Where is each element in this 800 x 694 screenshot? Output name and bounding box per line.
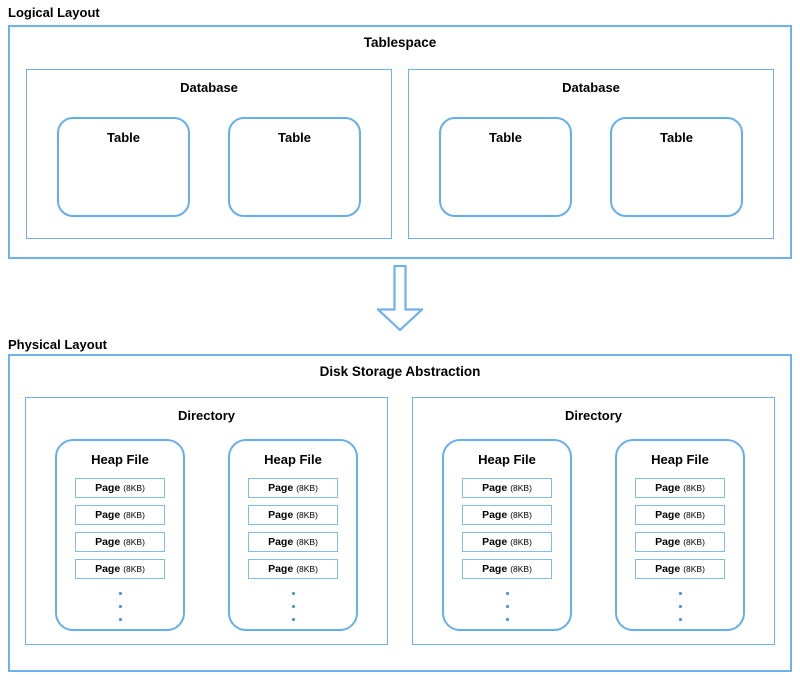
page-label: Page xyxy=(655,509,681,521)
page-size: (8KB) xyxy=(123,510,145,520)
directory-row: Directory Heap File Page (8KB) Page (8KB… xyxy=(10,397,790,645)
heap-file-row: Heap File Page (8KB) Page (8KB) xyxy=(413,439,774,631)
table-title: Table xyxy=(278,130,311,145)
page-label: Page xyxy=(482,509,508,521)
heap-file-title: Heap File xyxy=(91,452,149,467)
page-box: Page (8KB) xyxy=(248,532,338,552)
page-size: (8KB) xyxy=(296,537,318,547)
page-label: Page xyxy=(655,563,681,575)
heap-file-row: Heap File Page (8KB) Page (8KB) xyxy=(26,439,387,631)
page-size: (8KB) xyxy=(683,537,705,547)
page-box: Page (8KB) xyxy=(635,532,725,552)
tablespace-title: Tablespace xyxy=(363,35,437,50)
vertical-ellipsis-icon xyxy=(230,592,356,621)
directory-title: Directory xyxy=(177,408,236,423)
page-box: Page (8KB) xyxy=(462,559,552,579)
page-list: Page (8KB) Page (8KB) Page (8KB) xyxy=(57,478,183,579)
page-size: (8KB) xyxy=(123,537,145,547)
page-size: (8KB) xyxy=(296,483,318,493)
page-size: (8KB) xyxy=(683,483,705,493)
page-label: Page xyxy=(482,482,508,494)
table-box: Table xyxy=(228,117,361,217)
heap-file-box: Heap File Page (8KB) Page (8KB) xyxy=(55,439,185,631)
page-label: Page xyxy=(268,509,294,521)
page-label: Page xyxy=(95,563,121,575)
page-size: (8KB) xyxy=(296,564,318,574)
heap-file-box: Heap File Page (8KB) Page (8KB) xyxy=(228,439,358,631)
vertical-ellipsis-icon xyxy=(444,592,570,621)
database-box-2: Database Table Table xyxy=(408,69,774,239)
database-row: Database Table Table Database Table xyxy=(10,69,790,239)
page-box: Page (8KB) xyxy=(75,532,165,552)
page-label: Page xyxy=(95,509,121,521)
page-box: Page (8KB) xyxy=(75,505,165,525)
page-box: Page (8KB) xyxy=(635,478,725,498)
page-box: Page (8KB) xyxy=(75,559,165,579)
page-box: Page (8KB) xyxy=(75,478,165,498)
directory-title: Directory xyxy=(564,408,623,423)
heap-file-box: Heap File Page (8KB) Page (8KB) xyxy=(615,439,745,631)
page-box: Page (8KB) xyxy=(462,532,552,552)
disk-storage-box: Disk Storage Abstraction Directory Heap … xyxy=(8,354,792,672)
page-label: Page xyxy=(95,482,121,494)
page-size: (8KB) xyxy=(683,510,705,520)
page-label: Page xyxy=(655,482,681,494)
heap-file-title: Heap File xyxy=(264,452,322,467)
page-size: (8KB) xyxy=(510,483,532,493)
page-label: Page xyxy=(482,563,508,575)
page-size: (8KB) xyxy=(296,510,318,520)
logical-layout-label: Logical Layout xyxy=(8,5,100,20)
page-box: Page (8KB) xyxy=(248,559,338,579)
table-box: Table xyxy=(610,117,743,217)
page-label: Page xyxy=(482,536,508,548)
page-size: (8KB) xyxy=(510,537,532,547)
vertical-ellipsis-icon xyxy=(617,592,743,621)
page-list: Page (8KB) Page (8KB) Page (8KB) xyxy=(230,478,356,579)
table-row: Table Table xyxy=(27,117,391,217)
page-size: (8KB) xyxy=(123,564,145,574)
page-label: Page xyxy=(268,482,294,494)
table-title: Table xyxy=(489,130,522,145)
page-box: Page (8KB) xyxy=(248,478,338,498)
table-box: Table xyxy=(57,117,190,217)
table-title: Table xyxy=(660,130,693,145)
page-label: Page xyxy=(95,536,121,548)
page-size: (8KB) xyxy=(510,510,532,520)
page-box: Page (8KB) xyxy=(462,478,552,498)
table-title: Table xyxy=(107,130,140,145)
directory-box-1: Directory Heap File Page (8KB) Page (8KB… xyxy=(25,397,388,645)
page-label: Page xyxy=(655,536,681,548)
page-box: Page (8KB) xyxy=(635,559,725,579)
heap-file-title: Heap File xyxy=(478,452,536,467)
page-label: Page xyxy=(268,536,294,548)
page-size: (8KB) xyxy=(123,483,145,493)
down-arrow-icon xyxy=(377,265,423,331)
disk-storage-title: Disk Storage Abstraction xyxy=(319,364,481,379)
page-box: Page (8KB) xyxy=(248,505,338,525)
page-size: (8KB) xyxy=(510,564,532,574)
page-list: Page (8KB) Page (8KB) Page (8KB) xyxy=(444,478,570,579)
page-list: Page (8KB) Page (8KB) Page (8KB) xyxy=(617,478,743,579)
vertical-ellipsis-icon xyxy=(57,592,183,621)
table-row: Table Table xyxy=(409,117,773,217)
database-title: Database xyxy=(180,80,238,95)
table-box: Table xyxy=(439,117,572,217)
page-box: Page (8KB) xyxy=(462,505,552,525)
page-label: Page xyxy=(268,563,294,575)
database-box-1: Database Table Table xyxy=(26,69,392,239)
tablespace-box: Tablespace Database Table Table Database xyxy=(8,25,792,259)
page-box: Page (8KB) xyxy=(635,505,725,525)
heap-file-box: Heap File Page (8KB) Page (8KB) xyxy=(442,439,572,631)
arrow-container xyxy=(0,259,800,331)
database-title: Database xyxy=(562,80,620,95)
directory-box-2: Directory Heap File Page (8KB) Page (8KB… xyxy=(412,397,775,645)
heap-file-title: Heap File xyxy=(651,452,709,467)
page-size: (8KB) xyxy=(683,564,705,574)
physical-layout-label: Physical Layout xyxy=(8,337,107,352)
